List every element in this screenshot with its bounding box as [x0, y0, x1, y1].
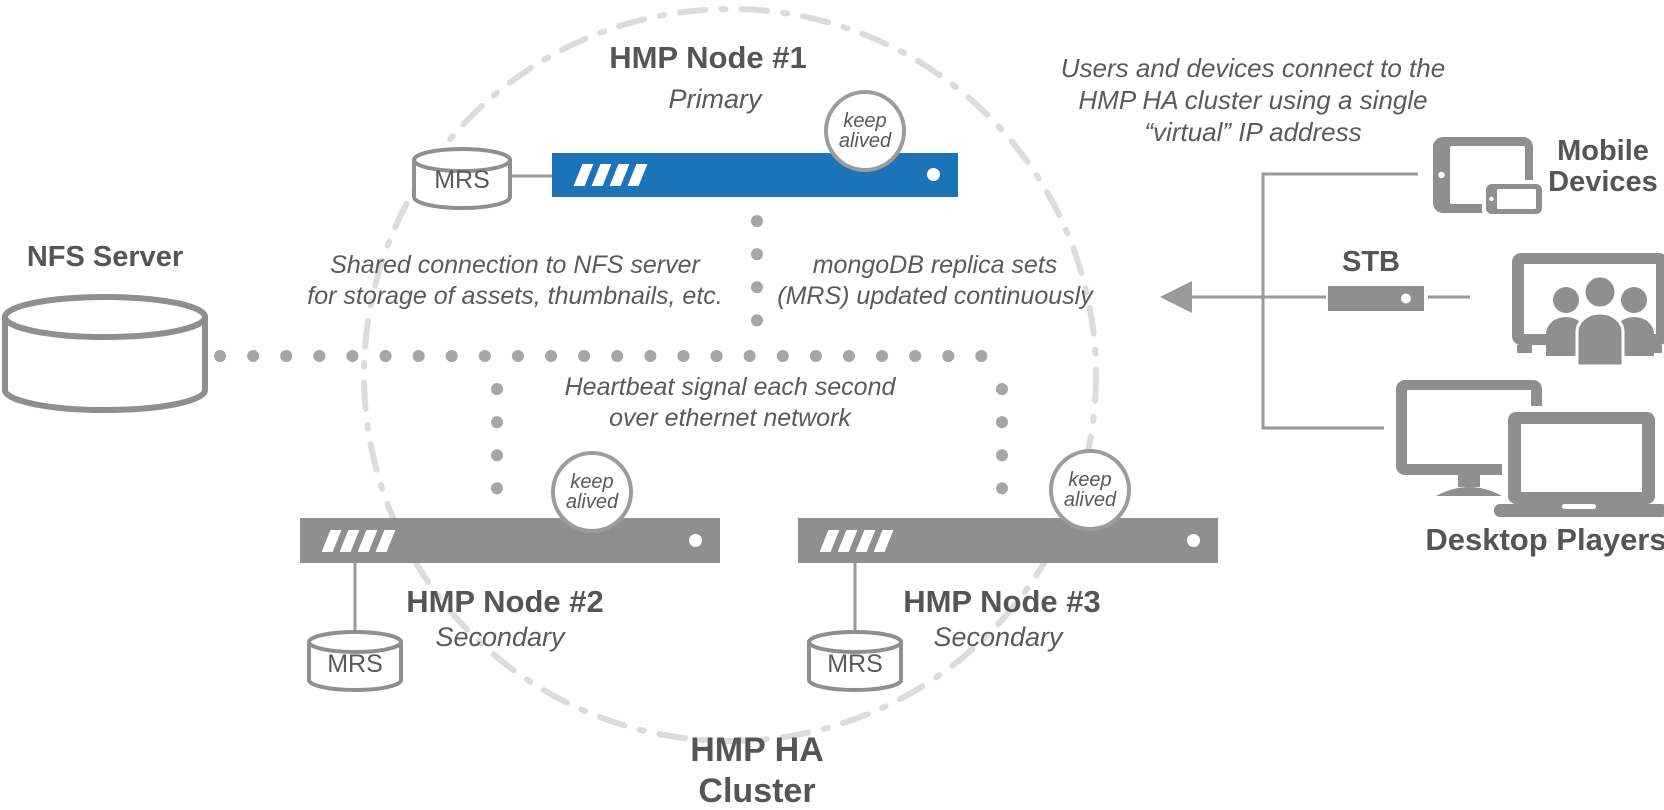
keepalived-label: keep — [1068, 469, 1112, 491]
annotation-line: for storage of assets, thumbnails, etc. — [307, 282, 723, 310]
node1-role: Primary — [668, 84, 762, 114]
mrs1-cylinder-icon — [412, 147, 512, 210]
node1-server-bar — [552, 153, 958, 197]
tv-audience-icon — [1512, 253, 1664, 368]
mrs3-cylinder-icon — [807, 630, 903, 692]
node1-title: HMP Node #1 — [609, 40, 807, 75]
node1-mrs-label: MRS — [434, 166, 490, 194]
annotation-line: (MRS) updated continuously — [777, 282, 1093, 310]
ha-cluster-dashed-circle — [361, 6, 1099, 744]
ha-cluster-label: HMP HA Cluster — [607, 730, 907, 810]
node2-keepalived-badge: keep alived — [551, 451, 633, 533]
stb-label: STB — [1342, 246, 1400, 278]
mrs2-cylinder-icon — [307, 630, 403, 692]
devices-bracket-line — [1261, 172, 1418, 430]
nfs-server-label: NFS Server — [26, 241, 184, 273]
annotation-line: “virtual” IP address — [1144, 117, 1362, 147]
mobile-devices-label: Mobile Devices — [1541, 136, 1664, 198]
desktop-players-label: Desktop Players — [1425, 522, 1664, 557]
keepalived-label: alived — [838, 130, 892, 152]
keepalived-label: keep — [570, 471, 614, 493]
audience-silhouettes — [1546, 274, 1654, 368]
shared-connection-annotation: Shared connection to NFS server for stor… — [295, 250, 735, 312]
nfs-server-cylinder-icon — [2, 294, 208, 413]
annotation-line: Heartbeat signal each second — [564, 373, 896, 401]
heartbeat-annotation: Heartbeat signal each second over ethern… — [510, 372, 950, 434]
node2-title: HMP Node #2 — [406, 584, 604, 619]
annotation-line: over ethernet network — [609, 404, 851, 432]
node2-server-led — [689, 533, 702, 547]
node2-server-slashes — [321, 529, 396, 552]
node3-role: Secondary — [933, 622, 1063, 652]
node3-title: HMP Node #3 — [903, 584, 1101, 619]
node3-server-slashes — [819, 529, 894, 552]
mobile-devices-label-line: Mobile — [1557, 135, 1649, 167]
stb-box-icon — [1328, 286, 1424, 311]
ha-cluster-label-line: Cluster — [698, 772, 816, 810]
node2-role: Secondary — [435, 622, 565, 652]
virtual-ip-annotation: Users and devices connect to the HMP HA … — [1033, 52, 1473, 148]
laptop-icon — [1494, 406, 1664, 517]
node3-keepalived-badge: keep alived — [1049, 449, 1131, 531]
annotation-line: Shared connection to NFS server — [330, 251, 700, 279]
node3-mrs-label: MRS — [827, 650, 883, 678]
keepalived-label: alived — [1063, 489, 1117, 511]
phone-icon — [1482, 180, 1546, 218]
keepalived-label: alived — [565, 491, 619, 513]
ha-cluster-label-line: HMP HA — [690, 731, 824, 769]
annotation-line: mongoDB replica sets — [812, 251, 1058, 279]
node1-keepalived-badge: keep alived — [824, 90, 906, 172]
node2-mrs-label: MRS — [327, 650, 383, 678]
node3-server-bar — [798, 518, 1218, 563]
mongodb-annotation: mongoDB replica sets (MRS) updated conti… — [730, 250, 1140, 312]
node1-server-slashes — [573, 164, 648, 186]
mobile-devices-label-line: Devices — [1548, 166, 1658, 198]
annotation-line: HMP HA cluster using a single — [1078, 85, 1428, 115]
node3-server-led — [1187, 533, 1200, 547]
node2-server-bar — [300, 518, 720, 563]
node1-server-led — [927, 168, 940, 181]
virtual-ip-arrowhead — [1160, 281, 1192, 313]
keepalived-label: keep — [843, 110, 887, 132]
annotation-line: Users and devices connect to the — [1060, 53, 1446, 83]
